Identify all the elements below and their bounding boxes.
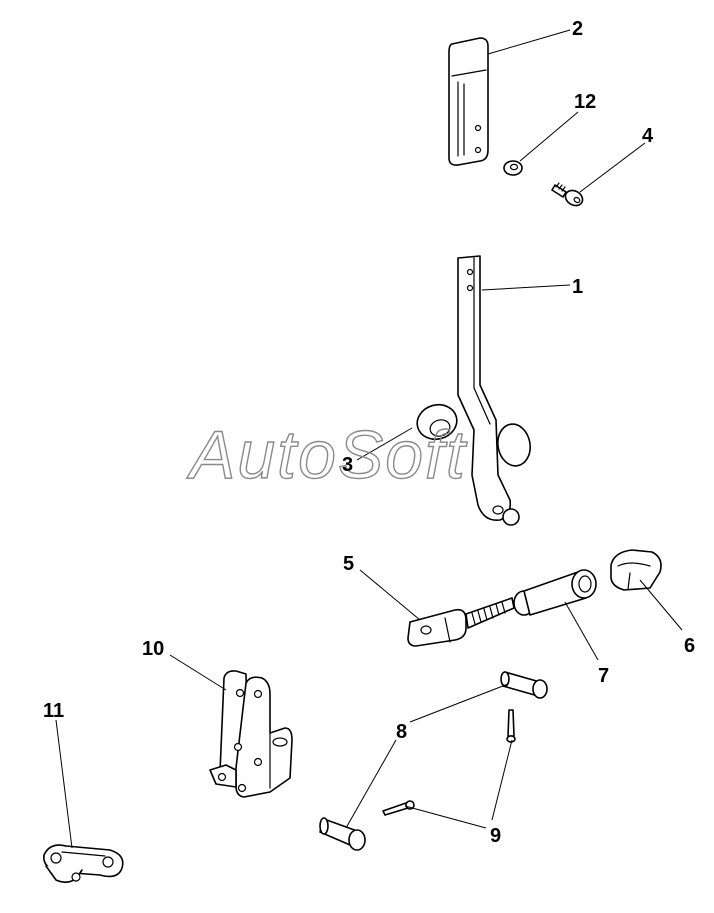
leader-3 bbox=[356, 427, 413, 461]
callout-12: 12 bbox=[574, 91, 596, 113]
leader-12 bbox=[519, 111, 579, 162]
leader-9a bbox=[491, 739, 513, 821]
callout-4: 4 bbox=[642, 125, 654, 147]
callout-9: 9 bbox=[490, 825, 501, 847]
leader-7 bbox=[564, 601, 599, 661]
callout-11: 11 bbox=[43, 700, 64, 722]
callout-10: 10 bbox=[142, 638, 164, 660]
part-8-pin-lower bbox=[319, 817, 366, 851]
callout-2: 2 bbox=[572, 18, 583, 40]
part-4-bolt bbox=[551, 182, 584, 207]
leader-9b bbox=[404, 805, 487, 829]
callout-labels: 1 2 3 4 5 6 7 8 9 10 11 12 bbox=[43, 18, 695, 847]
part-10-bracket bbox=[209, 670, 293, 798]
callout-7: 7 bbox=[598, 665, 609, 687]
leader-8b bbox=[345, 739, 397, 829]
callout-8: 8 bbox=[396, 721, 407, 743]
part-6-clip bbox=[610, 549, 662, 591]
part-9-cotter-pin-upper bbox=[506, 709, 516, 743]
watermark-logo: AutoSoft bbox=[186, 417, 468, 493]
leader-5 bbox=[359, 569, 421, 621]
part-2-handle-grip bbox=[448, 37, 489, 166]
leader-10 bbox=[169, 654, 227, 691]
leader-8a bbox=[409, 683, 509, 723]
callout-6: 6 bbox=[684, 635, 695, 657]
callout-5: 5 bbox=[343, 553, 354, 575]
part-8-pin-upper bbox=[500, 671, 548, 699]
leader-2 bbox=[487, 29, 571, 55]
leader-lines bbox=[55, 29, 683, 849]
callout-3: 3 bbox=[342, 454, 353, 476]
leader-1 bbox=[481, 284, 571, 291]
part-5-rod-end bbox=[407, 597, 515, 647]
part-9-cotter-pin-lower bbox=[382, 800, 415, 816]
part-12-washer bbox=[503, 160, 523, 176]
leader-11 bbox=[55, 719, 73, 849]
part-1-lever-arm bbox=[416, 255, 531, 526]
part-11-chain-link bbox=[43, 844, 124, 884]
part-7-sleeve bbox=[513, 569, 597, 616]
leader-6 bbox=[639, 579, 683, 631]
callout-1: 1 bbox=[572, 276, 583, 298]
leader-4 bbox=[579, 142, 646, 193]
